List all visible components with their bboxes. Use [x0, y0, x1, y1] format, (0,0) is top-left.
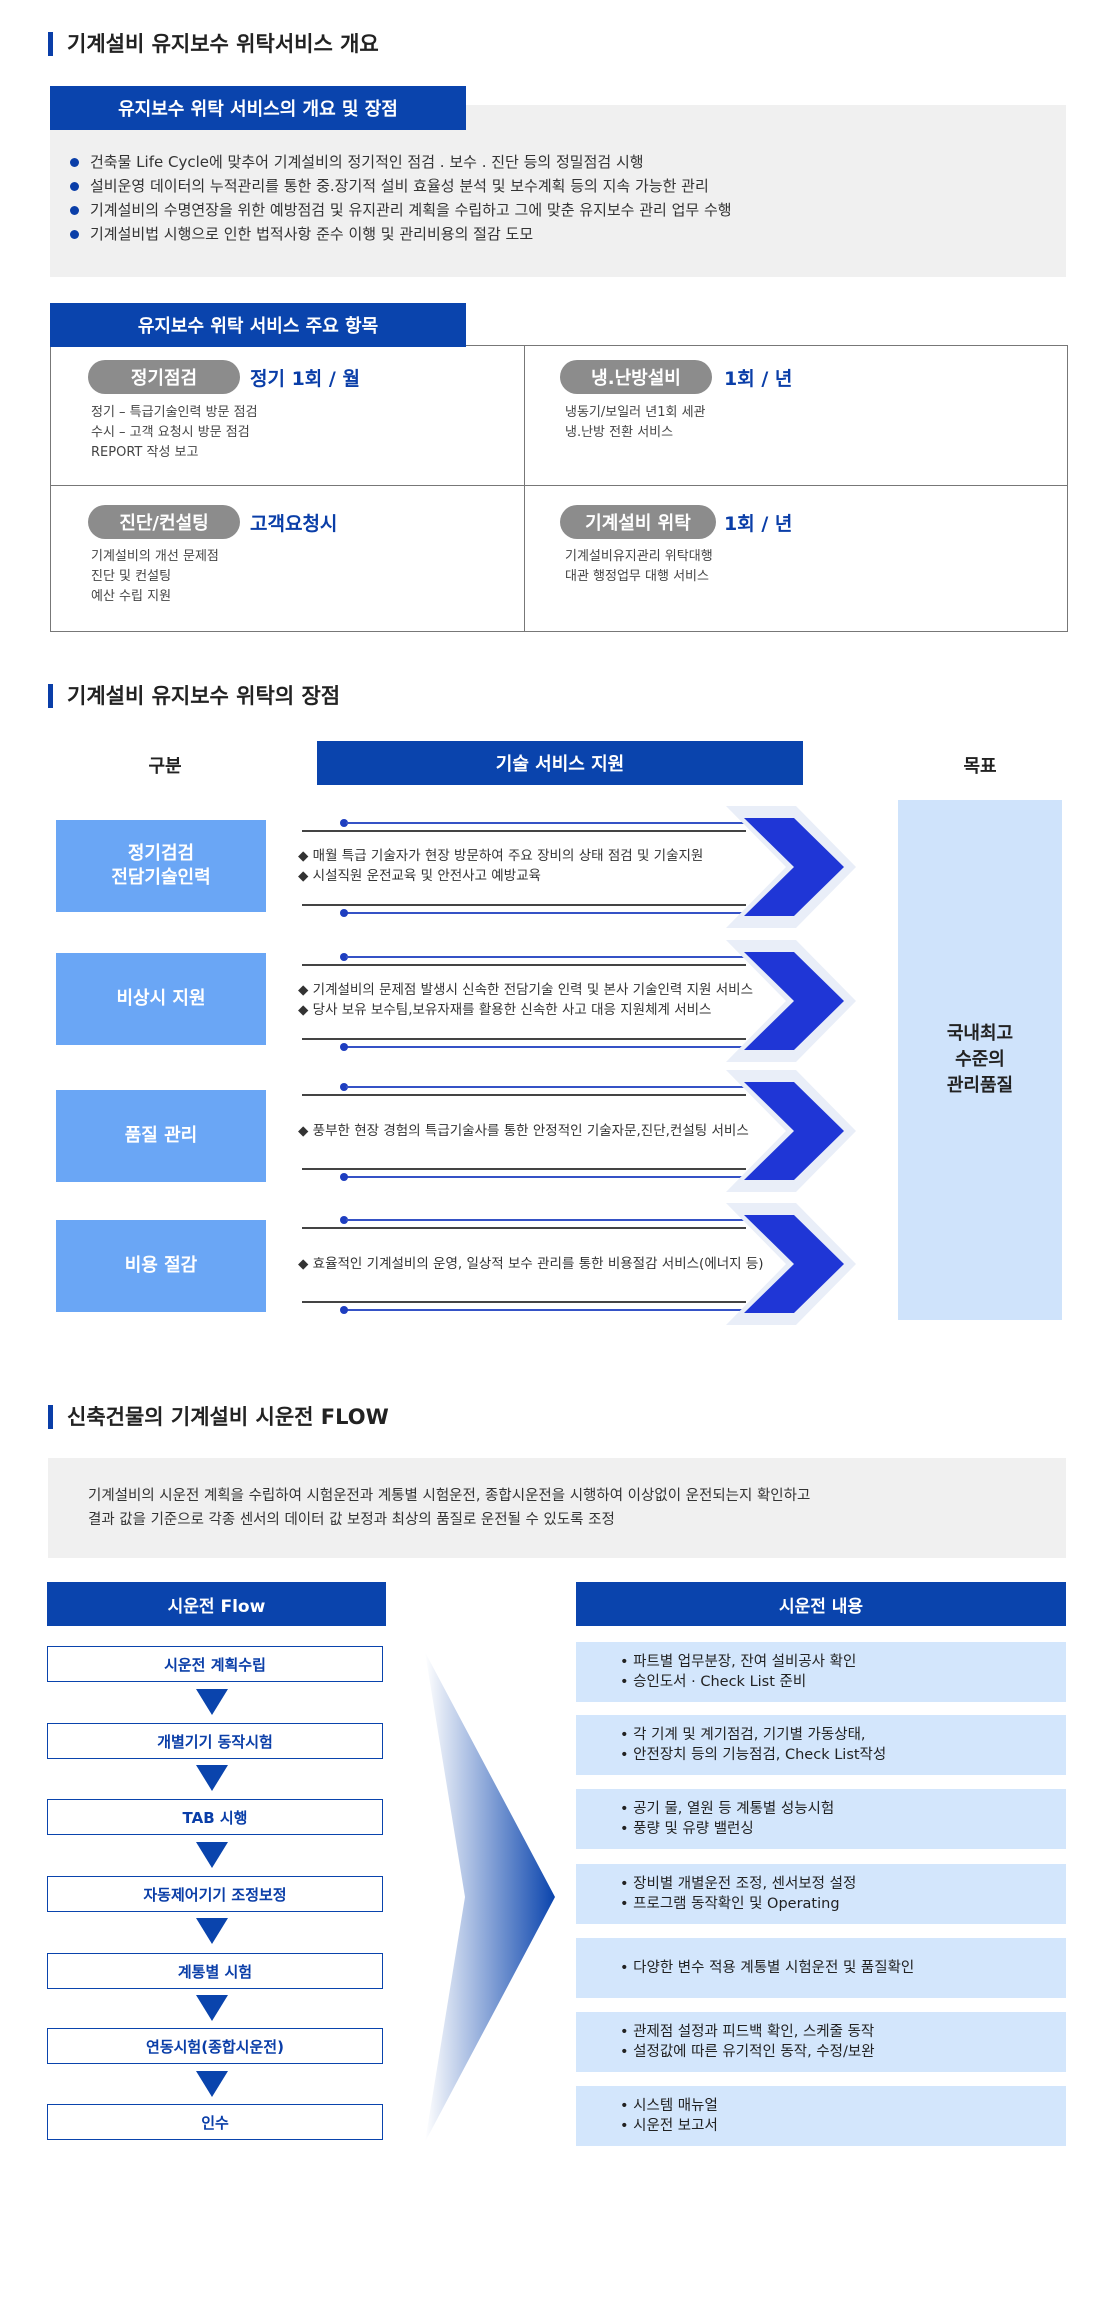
- flow-step: 인수: [47, 2104, 383, 2140]
- arrow-down-icon: [196, 1995, 228, 2021]
- chevron-right-icon: [726, 806, 856, 928]
- overview-item: 건축물 Life Cycle에 맞추어 기계설비의 정기적인 점검 . 보수 .…: [70, 150, 732, 174]
- arrow-down-icon: [196, 1689, 228, 1715]
- chevron-right-icon: [726, 1203, 856, 1325]
- bullet-dot-icon: [70, 182, 79, 191]
- flow-content-item: • 공기 물, 열원 등 계통별 성능시험• 풍량 및 유량 밸런싱: [576, 1789, 1066, 1849]
- section-flow-title: 신축건물의 기계설비 시운전 FLOW: [48, 1405, 389, 1429]
- service-frequency: 1회 / 년: [724, 368, 793, 390]
- overview-item: 기계설비법 시행으로 인한 법적사항 준수 이행 및 관리비용의 절감 도모: [70, 222, 732, 246]
- flow-step: TAB 시행: [47, 1799, 383, 1835]
- arrow-down-icon: [196, 1765, 228, 1791]
- section-advantages-title: 기계설비 유지보수 위탁의 장점: [48, 684, 340, 708]
- flow-content-item: • 각 기계 및 계기점검, 기기별 가동상태,• 안전장치 등의 기능점검, …: [576, 1715, 1066, 1775]
- goal-box: 국내최고 수준의 관리품질: [898, 800, 1062, 1320]
- advantage-label: 비용 절감: [56, 1220, 266, 1312]
- flow-step: 개별기기 동작시험: [47, 1723, 383, 1759]
- service-name-badge: 냉.난방설비: [560, 360, 712, 394]
- service-frequency: 정기 1회 / 월: [250, 368, 360, 390]
- service-frequency: 1회 / 년: [724, 513, 793, 535]
- arrow-down-icon: [196, 2071, 228, 2097]
- overview-tab: 유지보수 위탁 서비스의 개요 및 장점: [50, 86, 466, 130]
- bullet-dot-icon: [70, 158, 79, 167]
- service-name-badge: 기계설비 위탁: [560, 505, 716, 539]
- flow-header: 시운전 Flow: [47, 1582, 386, 1626]
- flow-step: 시운전 계획수립: [47, 1646, 383, 1682]
- flow-content-item: • 장비별 개별운전 조정, 센서보정 설정• 프로그램 동작확인 및 Oper…: [576, 1864, 1066, 1924]
- services-grid: [50, 345, 1068, 632]
- flow-step: 연동시험(종합시운전): [47, 2028, 383, 2064]
- flow-intro-panel: [48, 1458, 1066, 1558]
- overview-list: 건축물 Life Cycle에 맞추어 기계설비의 정기적인 점검 . 보수 .…: [70, 150, 732, 246]
- bullet-dot-icon: [70, 206, 79, 215]
- arrow-down-icon: [196, 1918, 228, 1944]
- advantage-label: 품질 관리: [56, 1090, 266, 1182]
- overview-item: 설비운영 데이터의 누적관리를 통한 중.장기적 설비 효율성 분석 및 보수계…: [70, 174, 732, 198]
- column-header-support: 기술 서비스 지원: [317, 741, 803, 785]
- services-tab: 유지보수 위탁 서비스 주요 항목: [50, 303, 466, 347]
- advantage-description: ◆ 매월 특급 기술자가 현장 방문하여 주요 장비의 상태 점검 및 기술지원…: [298, 848, 704, 884]
- section-overview-title: 기계설비 유지보수 위탁서비스 개요: [48, 32, 379, 56]
- advantage-description: ◆ 기계설비의 문제점 발생시 신속한 전담기술 인력 및 본사 기술인력 지원…: [298, 982, 754, 1018]
- flow-wedge-arrow-icon: [425, 1652, 555, 2142]
- flow-intro-text: 기계설비의 시운전 계획을 수립하여 시험운전과 계통별 시험운전, 종합시운전…: [88, 1488, 811, 1528]
- flow-content-item: • 다양한 변수 적용 계통별 시험운전 및 품질확인: [576, 1938, 1066, 1998]
- service-name-badge: 진단/컨설팅: [88, 505, 240, 539]
- advantage-label: 정기검검 전담기술인력: [56, 820, 266, 912]
- advantage-label: 비상시 지원: [56, 953, 266, 1045]
- column-header-category: 구분: [148, 756, 182, 777]
- overview-item: 기계설비의 수명연장을 위한 예방점검 및 유지관리 계획을 수립하고 그에 맞…: [70, 198, 732, 222]
- arrow-down-icon: [196, 1842, 228, 1868]
- chevron-right-icon: [726, 940, 856, 1062]
- overview-panel: [50, 105, 1066, 277]
- flow-content-item: • 시스템 매뉴얼• 시운전 보고서: [576, 2086, 1066, 2146]
- column-header-goal: 목표: [963, 756, 997, 777]
- advantage-description: ◆ 효율적인 기계설비의 운영, 일상적 보수 관리를 통한 비용절감 서비스(…: [298, 1256, 764, 1272]
- chevron-right-icon: [726, 1070, 856, 1192]
- service-name-badge: 정기점검: [88, 360, 240, 394]
- flow-content-item: • 파트별 업무분장, 잔여 설비공사 확인• 승인도서 · Check Lis…: [576, 1642, 1066, 1702]
- bullet-dot-icon: [70, 230, 79, 239]
- flow-content-item: • 관제점 설정과 피드백 확인, 스케줄 동작• 설정값에 따른 유기적인 동…: [576, 2012, 1066, 2072]
- flow-step: 자동제어기기 조정보정: [47, 1876, 383, 1912]
- advantage-description: ◆ 풍부한 현장 경험의 특급기술사를 통한 안정적인 기술자문,진단,컨설팅 …: [298, 1123, 749, 1139]
- content-header: 시운전 내용: [576, 1582, 1066, 1626]
- service-frequency: 고객요청시: [250, 513, 338, 535]
- flow-step: 계통별 시험: [47, 1953, 383, 1989]
